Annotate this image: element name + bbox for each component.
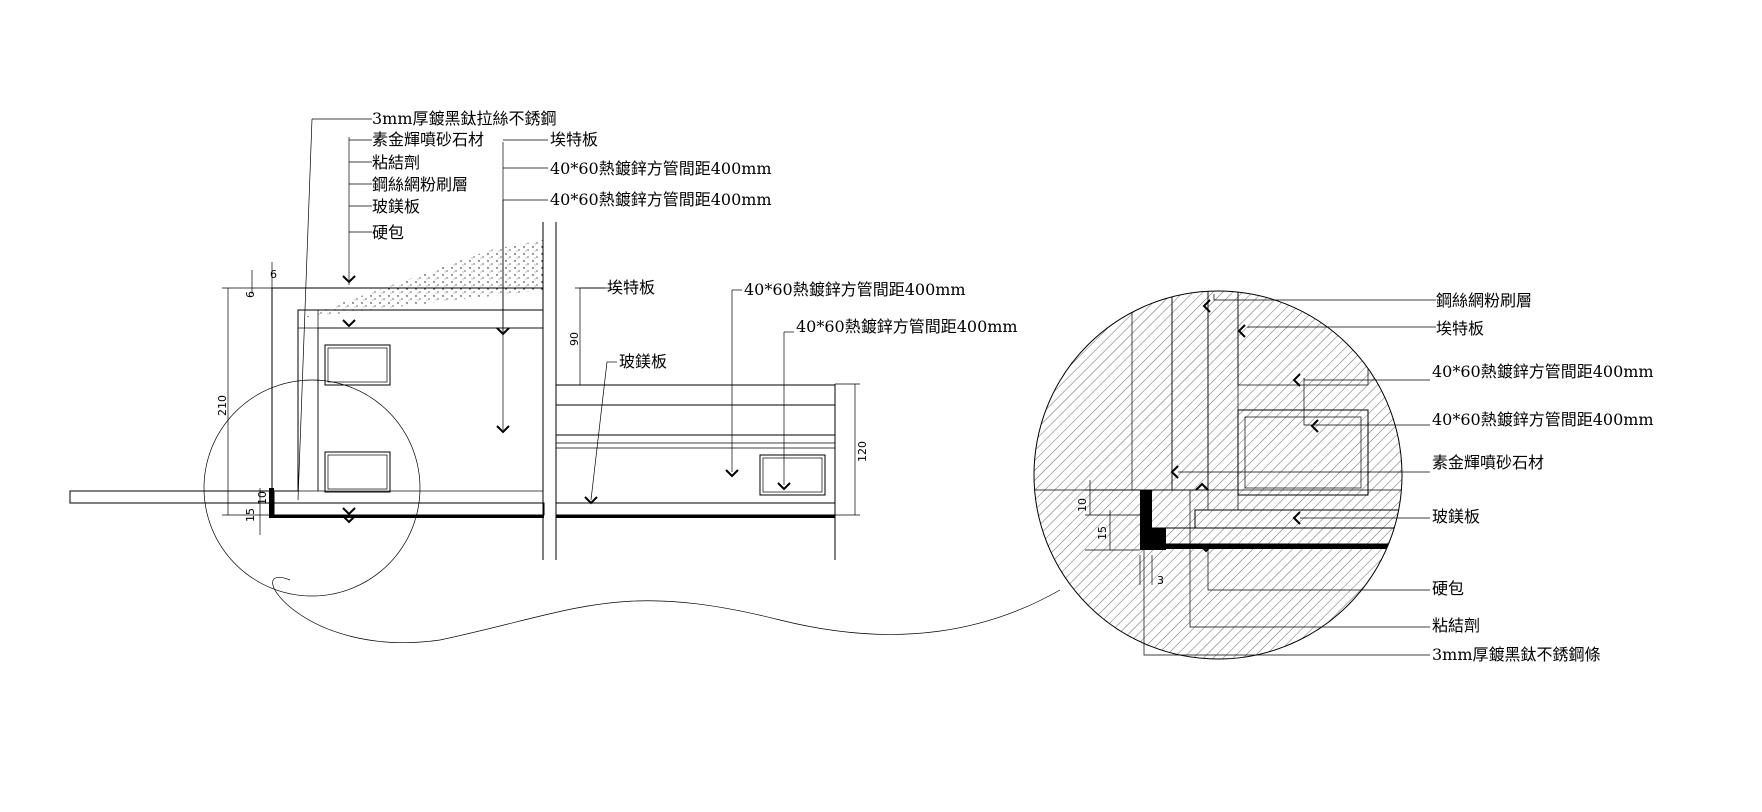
label-mgo-board: 玻鎂板 [372, 197, 420, 216]
center-labels: 埃特板 玻鎂板 40*60熱鍍鋅方管間距400mm 40*60熱鍍鋅方管間距40… [607, 278, 1018, 371]
dim-left-15: 15 [244, 508, 257, 522]
label-adhesive: 粘結劑 [372, 153, 420, 172]
left-section [69, 118, 548, 597]
left-mid-labels: 埃特板 40*60熱鍍鋅方管間距400mm 40*60熱鍍鋅方管間距400mm [550, 130, 772, 209]
dim-detail-15: 15 [1096, 526, 1109, 540]
label-wire-mesh: 鋼絲網粉刷層 [372, 175, 468, 194]
label-detail-steel-tube-1: 40*60熱鍍鋅方管間距400mm [1432, 362, 1654, 381]
label-stainless-steel: 3mm厚鍍黑鈦拉絲不銹鋼 [372, 109, 557, 128]
dim-left-210: 210 [216, 395, 229, 416]
label-sandblast-stone: 素金輝噴砂石材 [372, 130, 484, 149]
dim-center-90: 90 [568, 332, 581, 346]
label-detail-wire-mesh: 鋼絲網粉刷層 [1436, 291, 1532, 310]
label-mgo-board-center: 玻鎂板 [619, 352, 667, 371]
label-detail-steel-tube-2: 40*60熱鍍鋅方管間距400mm [1432, 410, 1654, 429]
label-steel-tube-center-1: 40*60熱鍍鋅方管間距400mm [744, 280, 966, 299]
label-steel-tube-2: 40*60熱鍍鋅方管間距400mm [550, 190, 772, 209]
label-detail-steel-strip: 3mm厚鍍黑鈦不銹鋼條 [1432, 645, 1601, 664]
label-hard-pack: 硬包 [372, 223, 404, 242]
dim-center-120: 120 [856, 441, 869, 462]
label-detail-hard-pack: 硬包 [1432, 579, 1464, 598]
label-detail-mgo-board: 玻鎂板 [1432, 507, 1480, 526]
detail-labels: 鋼絲網粉刷層 埃特板 40*60熱鍍鋅方管間距400mm 40*60熱鍍鋅方管間… [1432, 291, 1654, 664]
dim-detail-10: 10 [1076, 498, 1089, 512]
label-steel-tube-1: 40*60熱鍍鋅方管間距400mm [550, 159, 772, 178]
dim-left-6b: 6 [244, 291, 257, 298]
dim-left-10: 10 [256, 491, 269, 505]
label-detail-stone: 素金輝噴砂石材 [1432, 453, 1544, 472]
left-top-labels: 3mm厚鍍黑鈦拉絲不銹鋼 素金輝噴砂石材 粘結劑 鋼絲網粉刷層 玻鎂板 硬包 [372, 109, 557, 242]
dim-detail-3: 3 [1157, 574, 1164, 587]
label-steel-tube-center-2: 40*60熱鍍鋅方管間距400mm [796, 317, 1018, 336]
center-section [542, 222, 860, 560]
label-eternit-board-center: 埃特板 [607, 278, 655, 297]
dim-left-6: 6 [270, 268, 277, 281]
detail-circle [1033, 290, 1436, 660]
dimension-texts: 6 6 210 15 10 90 120 10 15 3 [216, 268, 1164, 587]
label-detail-eternit: 埃特板 [1436, 319, 1484, 338]
label-detail-adhesive: 粘結劑 [1432, 616, 1480, 635]
label-eternit-board: 埃特板 [550, 130, 598, 149]
callout-curve [272, 577, 1061, 643]
